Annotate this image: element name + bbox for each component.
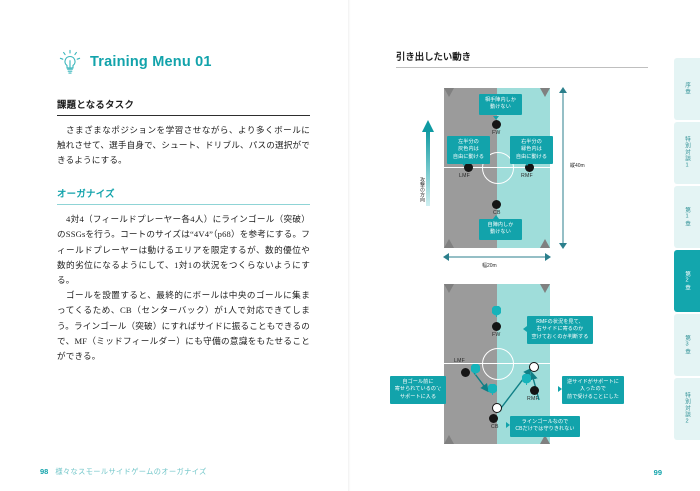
- vertical-dimension-label: 縦40m: [570, 163, 585, 169]
- folio-right: 99: [653, 468, 662, 477]
- paragraph: ゴールを設置すると、最終的にボールは中央のゴールに集まってくるため、CB（センタ…: [57, 290, 310, 362]
- horizontal-dimension-arrow: [443, 253, 551, 261]
- right-page: 引き出したい動き FW LMF RMF CB 相手陣内し: [352, 0, 700, 491]
- right-page-header: 引き出したい動き: [396, 49, 648, 68]
- center-circle: [482, 152, 514, 184]
- training-menu-title: Training Menu 01: [90, 54, 212, 70]
- paragraph: さまざまなポジションを学習させながら、より多くボールに触れさせて、選手自身で、シ…: [57, 125, 310, 166]
- callout-rmf-receive: 逆サイドがサポートに 入ったので 前で受けることにした: [562, 376, 624, 405]
- player-fw-label: FW: [492, 130, 501, 136]
- tab-label: 第2章: [684, 270, 690, 292]
- player-cb: [492, 200, 501, 209]
- section-task: 課題となるタスク さまざまなポジションを学習させながら、より多くボールに触れさせ…: [57, 97, 310, 169]
- callout-tail: [493, 215, 499, 219]
- cone-icon: [444, 88, 454, 97]
- center-circle: [482, 348, 514, 380]
- right-page-heading: 引き出したい動き: [396, 51, 472, 62]
- player-lmf: [461, 368, 470, 377]
- tab-label: 第3章: [684, 334, 690, 356]
- right-page-rule: [396, 67, 648, 68]
- section-task-body: さまざまなポジションを学習させながら、より多くボールに触れさせて、選手自身で、シ…: [57, 123, 310, 169]
- ball-icon: [529, 362, 539, 372]
- player-cb-label: CB: [493, 210, 501, 216]
- vertical-dimension-arrow: [559, 87, 567, 249]
- target-marker-icon: [470, 362, 481, 375]
- player-fw: [492, 120, 501, 129]
- cone-icon: [540, 239, 550, 248]
- callout-opponent-half: 相手陣内しか 動けない: [479, 94, 522, 115]
- target-marker-icon: [487, 382, 498, 395]
- lightbulb-icon: [57, 47, 83, 77]
- cone-icon: [444, 435, 454, 444]
- player-rmf-label: RMF: [521, 173, 533, 179]
- running-head: 様々なスモールサイドゲームのオーガナイズ: [55, 467, 207, 476]
- left-page-footer: 98 様々なスモールサイドゲームのオーガナイズ: [40, 467, 207, 477]
- player-lmf-label: LMF: [454, 358, 465, 364]
- tab-label: 第1章: [684, 206, 690, 228]
- callout-tail: [461, 162, 467, 166]
- tab-chapter-5[interactable]: 特別対談2: [674, 378, 700, 440]
- callout-tail: [493, 116, 499, 120]
- cone-icon: [444, 284, 454, 293]
- callout-tail: [524, 162, 530, 166]
- callout-left-grey: 左半分の 灰色内は 自由に動ける: [447, 136, 490, 165]
- pitch-diagram-organization: FW LMF RMF CB 相手陣内しか 動けない 左半分の 灰色内は 自由に動…: [382, 82, 642, 269]
- section-organize-body: 4対4（フィールドプレーヤー各4人）にラインゴール（突破）のSSGsを行う。コー…: [57, 212, 310, 364]
- player-cb: [489, 414, 498, 423]
- cone-icon: [540, 88, 550, 97]
- tab-chapter-4[interactable]: 第3章: [674, 314, 700, 376]
- ball-icon: [492, 403, 502, 413]
- player-fw-label: FW: [492, 332, 501, 338]
- player-lmf: [464, 163, 473, 172]
- left-page: Training Menu 01 課題となるタスク さまざまなポジションを学習さ…: [40, 47, 310, 477]
- section-task-heading: 課題となるタスク: [57, 99, 135, 110]
- player-rmf: [525, 163, 534, 172]
- horizontal-dimension-label: 幅20m: [482, 263, 497, 269]
- direction-label: 攻撃の方向: [419, 177, 425, 202]
- player-cb-label: CB: [491, 424, 499, 430]
- folio-left: 98: [40, 467, 49, 476]
- tab-label: 序章: [684, 82, 690, 96]
- callout-tail: [506, 422, 510, 428]
- chapter-index-tabs: 序章 特別対談1 第1章 第2章 第3章 特別対談2: [674, 58, 700, 442]
- tab-chapter-1[interactable]: 特別対談1: [674, 122, 700, 184]
- tab-label: 特別対談1: [684, 136, 690, 170]
- tab-chapter-3[interactable]: 第2章: [674, 250, 700, 312]
- target-marker-icon: [521, 372, 532, 385]
- player-rmf-label: RMF: [527, 396, 539, 402]
- paragraph: 4対4（フィールドプレーヤー各4人）にラインゴール（突破）のSSGsを行う。コー…: [57, 214, 310, 285]
- section-organize-rule: [57, 204, 310, 206]
- cone-icon: [444, 239, 454, 248]
- player-fw: [492, 322, 501, 331]
- player-lmf-label: LMF: [459, 173, 470, 179]
- callout-line-goal: ラインゴールなので CBだけでは守りきれない: [510, 416, 580, 437]
- callout-tail: [438, 382, 442, 388]
- training-menu-header: Training Menu 01: [57, 47, 212, 77]
- cone-icon: [540, 435, 550, 444]
- tab-label: 特別対談2: [684, 392, 690, 426]
- callout-tail: [558, 386, 562, 392]
- callout-lmf-support: 自ゴール前に 寄せられているので サポートに入る: [390, 376, 446, 405]
- section-task-rule: [57, 115, 310, 116]
- tab-chapter-0[interactable]: 序章: [674, 58, 700, 120]
- tab-chapter-2[interactable]: 第1章: [674, 186, 700, 248]
- callout-own-half: 自陣内しか 動けない: [479, 219, 522, 240]
- attack-direction-arrow: [422, 120, 434, 206]
- section-organize: オーガナイズ 4対4（フィールドプレーヤー各4人）にラインゴール（突破）のSSG…: [57, 186, 310, 364]
- cone-icon: [540, 284, 550, 293]
- section-organize-heading: オーガナイズ: [57, 188, 115, 199]
- page-gutter: [348, 0, 352, 491]
- target-marker-icon: [491, 304, 502, 317]
- callout-tail: [523, 326, 527, 332]
- callout-right-green: 右半分の 緑色内は 自由に動ける: [510, 136, 553, 165]
- callout-rmf-judgement: RMFの状況を見て、 右サイドに寄るのか 空けておくのか判断する: [527, 316, 593, 345]
- pitch-diagram-movements: FW LMF RMF CB RMFの状況を見て、 右サイドに寄るのか 空けておく…: [382, 278, 642, 458]
- player-rmf: [530, 386, 539, 395]
